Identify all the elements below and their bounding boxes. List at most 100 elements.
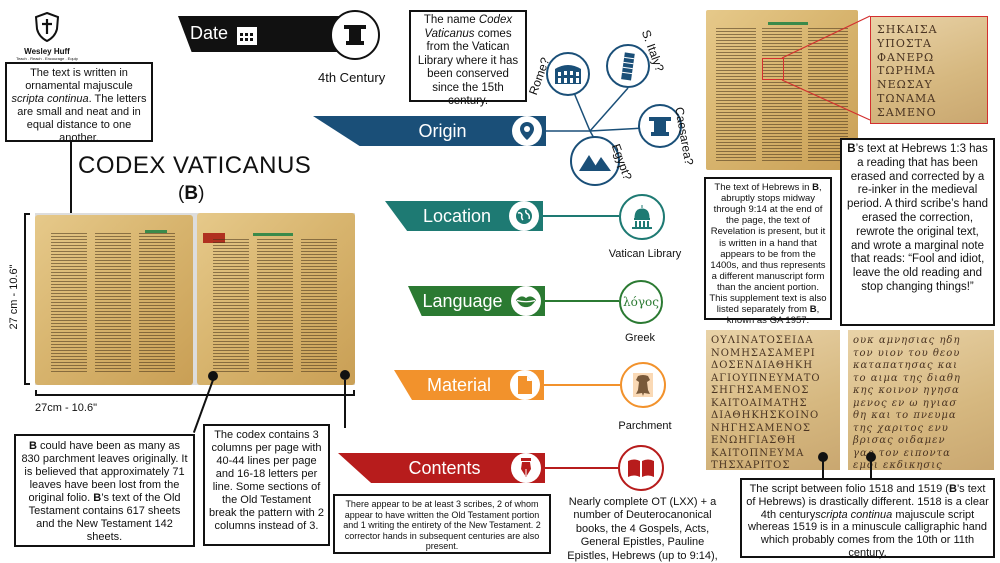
folio-note: The script between folio 1518 and 1519 (… <box>740 478 995 559</box>
paren-open: ( <box>178 183 185 204</box>
animal-hide-icon <box>633 373 653 397</box>
contents-value: Nearly complete OT (LXX) + a number of D… <box>567 496 718 562</box>
contents-label: Contents <box>408 457 481 478</box>
marker-dot <box>208 371 218 381</box>
date-value: 4th Century <box>318 70 386 85</box>
zoom-lines <box>781 15 871 121</box>
contents-connector <box>545 467 618 469</box>
folio-text: The script between folio 1518 and 1519 ( <box>749 483 949 495</box>
calendar-icon <box>237 27 257 45</box>
caesarea-circle <box>638 104 682 148</box>
leaves-note: B could have been as many as 830 parchme… <box>14 434 195 547</box>
book-circle <box>618 445 664 491</box>
fool-text: ’s text at Hebrews 1:3 has a reading tha… <box>846 143 989 293</box>
logo: Wesley Huff Teach . Reach . Encourage . … <box>16 11 78 61</box>
symbol-b: B <box>93 491 102 504</box>
rome-circle <box>546 52 590 96</box>
pen-circle <box>511 453 541 483</box>
globe-icon <box>516 208 532 224</box>
logos-glyph: λόγος <box>623 295 659 309</box>
dome-building-icon <box>632 205 652 229</box>
marker-dot <box>340 370 350 380</box>
marker-dot <box>866 452 876 462</box>
name-text-2: comes from the Vatican Library where it … <box>417 27 519 108</box>
column-capital-icon <box>344 25 366 45</box>
symbol-b: B <box>847 143 856 155</box>
column-capital-icon <box>649 117 671 136</box>
location-connector <box>543 215 619 217</box>
material-banner: Material <box>394 370 544 400</box>
codex-page-left <box>35 215 193 385</box>
manuscript-page-photo <box>706 10 858 170</box>
symbol-b: B <box>184 183 199 204</box>
leaves-text-2: ’s text of the Old Testament contains 61… <box>28 491 181 543</box>
folio-text-2: ’s text of Hebrews) is drastically diffe… <box>746 483 989 521</box>
connector-line <box>344 380 346 428</box>
connector-line <box>870 458 872 480</box>
columns-note: The codex contains 3 columns per page wi… <box>203 424 330 546</box>
capitol-circle <box>619 194 665 240</box>
script-note-text-2: . The letters are small and neat and in … <box>17 92 147 144</box>
lips-circle <box>511 286 541 316</box>
name-note: The name Codex Vaticanus comes from the … <box>409 10 527 107</box>
hebrews-note: The text of Hebrews in B, abruptly stops… <box>704 177 832 326</box>
script-note-em: scripta continua <box>11 92 89 105</box>
marker-dot <box>818 452 828 462</box>
script-note-text: The text is written in ornamental majusc… <box>25 67 133 92</box>
codex-photo <box>35 213 355 385</box>
codex-page-right <box>197 213 355 385</box>
hebrews-text-3: , known as GA 1957. <box>726 304 820 327</box>
map-pin-circle <box>512 116 542 146</box>
language-banner: Language <box>408 286 545 316</box>
zoom-box <box>762 58 784 80</box>
symbol-b: B <box>28 440 37 452</box>
width-label: 27cm - 10.6" <box>35 402 97 414</box>
egypt-circle <box>570 136 620 186</box>
column-capital-circle <box>330 10 380 60</box>
folio-em: scripta continua <box>815 508 893 521</box>
globe-circle <box>509 201 539 231</box>
paren-close: ) <box>198 183 205 204</box>
material-value: Parchment <box>618 420 672 432</box>
name-em: Codex Vaticanus <box>424 14 513 40</box>
language-value: Greek <box>625 332 655 344</box>
folio-text-3: majuscule script whereas 1519 is in a mi… <box>747 508 988 559</box>
lips-icon <box>516 296 536 308</box>
date-banner <box>178 16 348 52</box>
shield-cross-icon <box>34 11 60 43</box>
location-label: Location <box>422 205 492 226</box>
italy-circle <box>606 44 650 88</box>
map-pin-icon <box>520 122 534 140</box>
material-label: Material <box>426 374 492 395</box>
scribes-text: There appear to be at least 3 scribes, 2… <box>343 499 541 552</box>
connector-line <box>822 458 824 480</box>
logo-name: Wesley Huff <box>24 47 70 56</box>
date-label: Date <box>190 23 229 43</box>
material-connector <box>544 384 620 386</box>
height-label: 27 cm - 10.6" <box>8 264 20 330</box>
fountain-pen-icon <box>521 458 531 477</box>
colosseum-icon <box>555 65 581 84</box>
symbol-b: B <box>948 483 957 495</box>
scribes-note: There appear to be at least 3 scribes, 2… <box>333 494 551 554</box>
logos-circle: λόγος <box>619 280 663 324</box>
document-circle <box>510 370 540 400</box>
fool-note: B’s text at Hebrews 1:3 has a reading th… <box>840 138 995 326</box>
language-connector <box>545 300 619 302</box>
location-value: Vatican Library <box>608 248 682 260</box>
origin-label: Origin <box>418 120 467 141</box>
name-text: The name <box>423 14 479 26</box>
symbol-b: B <box>809 304 817 316</box>
script-note: The text is written in ornamental majusc… <box>5 62 153 144</box>
connector-line <box>70 142 72 220</box>
columns-text: The codex contains 3 columns per page wi… <box>209 429 324 532</box>
width-bracket <box>35 390 355 396</box>
parchment-circle <box>620 362 666 408</box>
pyramids-icon <box>579 155 611 171</box>
leaves-text: could have been as many as 830 parchment… <box>21 440 188 504</box>
logo-tagline: Teach . Reach . Encourage . Equip <box>16 56 78 61</box>
location-banner: Location <box>385 201 543 231</box>
